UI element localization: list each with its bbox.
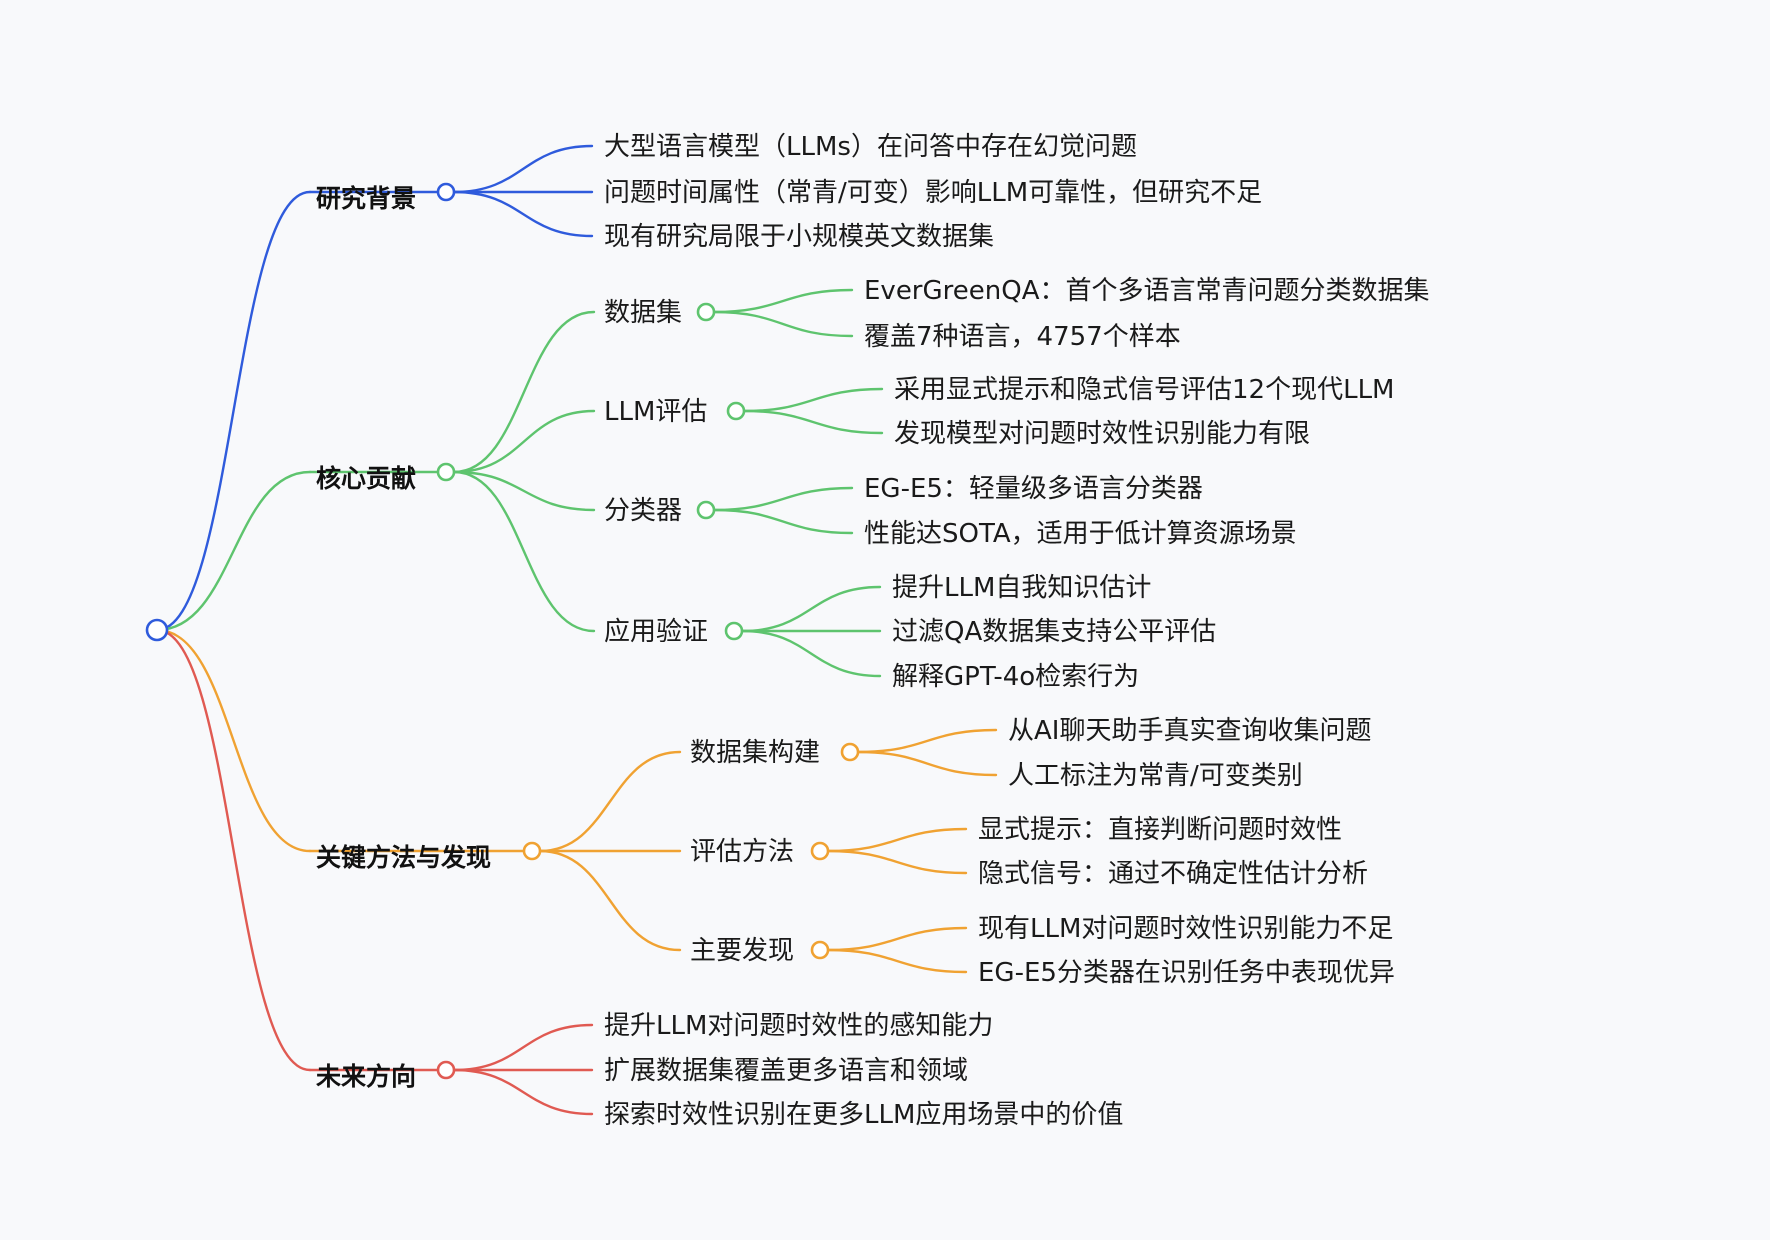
leaf-label: 提升LLM对问题时效性的感知能力 [604,1011,993,1041]
subtopic-label: 数据集构建 [690,738,820,768]
subtopic-node-dot[interactable] [696,302,716,322]
subtopic-node-dot[interactable] [810,841,830,861]
leaf-label: EG-E5分类器在识别任务中表现优异 [978,958,1395,988]
leaf-label: 人工标注为常青/可变类别 [1008,761,1303,791]
subtopic-node-dot[interactable] [724,621,744,641]
edge-branch-1-sub-1 [452,409,596,474]
leaf-label: 覆盖7种语言，4757个样本 [864,322,1181,352]
edge-sub-2-2-leaf-1 [826,948,968,974]
edge-sub-2-0-leaf-1 [856,750,998,777]
leaf-label: EverGreenQA：首个多语言常青问题分类数据集 [864,276,1430,306]
subtopic-label: LLM评估 [604,397,707,427]
edge-sub-1-1-leaf-1 [742,409,884,435]
edge-branch-0-leaf-2 [452,190,594,238]
subtopic-label: 应用验证 [604,617,708,647]
edge-sub-1-0-leaf-0 [712,288,854,314]
edge-branch-0-leaf-0 [452,144,594,194]
leaf-label: 采用显式提示和隐式信号评估12个现代LLM [894,375,1395,405]
branch-node-dot-2[interactable] [522,841,542,861]
root-node-dot[interactable] [145,618,169,642]
edge-root-to-branch-2 [155,628,312,853]
edge-root-to-branch-3 [155,628,312,1072]
edge-sub-1-3-leaf-0 [740,585,882,633]
subtopic-node-dot[interactable] [726,401,746,421]
subtopic-label: 分类器 [604,496,682,526]
leaf-label: 从AI聊天助手真实查询收集问题 [1008,716,1371,746]
subtopic-label: 主要发现 [690,936,794,966]
edge-branch-2-sub-0 [538,750,682,853]
edge-sub-2-0-leaf-0 [856,728,998,754]
subtopic-label: 评估方法 [690,837,794,867]
leaf-label: 解释GPT-4o检索行为 [892,662,1139,692]
leaf-label: 发现模型对问题时效性识别能力有限 [894,419,1310,449]
branch-node-dot-3[interactable] [436,1060,456,1080]
leaf-label: 探索时效性识别在更多LLM应用场景中的价值 [604,1100,1123,1130]
branch-label-1: 核心贡献 [316,464,416,493]
edge-sub-1-3-leaf-2 [740,629,882,678]
edge-sub-2-1-leaf-1 [826,849,968,875]
leaf-label: EG-E5：轻量级多语言分类器 [864,474,1203,504]
subtopic-label: 数据集 [604,298,682,328]
leaf-label: 性能达SOTA，适用于低计算资源场景 [864,519,1297,549]
edge-branch-3-leaf-0 [452,1023,594,1072]
edge-sub-1-1-leaf-0 [742,387,884,413]
edge-sub-2-1-leaf-0 [826,827,968,853]
subtopic-node-dot[interactable] [810,940,830,960]
leaf-label: 隐式信号：通过不确定性估计分析 [978,859,1368,889]
leaf-label: 问题时间属性（常青/可变）影响LLM可靠性，但研究不足 [604,178,1262,208]
edge-branch-1-sub-3 [452,470,596,633]
leaf-label: 过滤QA数据集支持公平评估 [892,617,1216,647]
subtopic-node-dot[interactable] [696,500,716,520]
subtopic-node-dot[interactable] [840,742,860,762]
leaf-label: 提升LLM自我知识估计 [892,573,1151,603]
branch-node-dot-1[interactable] [436,462,456,482]
leaf-label: 扩展数据集覆盖更多语言和领域 [604,1056,968,1086]
leaf-label: 现有LLM对问题时效性识别能力不足 [978,914,1393,944]
branch-label-3: 未来方向 [316,1062,416,1091]
edge-branch-2-sub-2 [538,849,682,952]
leaf-label: 大型语言模型（LLMs）在问答中存在幻觉问题 [604,132,1137,162]
edge-root-to-branch-0 [155,190,312,632]
edge-branch-1-sub-2 [452,470,596,512]
branch-label-2: 关键方法与发现 [316,843,491,872]
leaf-label: 现有研究局限于小规模英文数据集 [604,222,994,252]
leaf-label: 显式提示：直接判断问题时效性 [978,815,1342,845]
branch-node-dot-0[interactable] [436,182,456,202]
edge-sub-1-2-leaf-1 [712,508,854,535]
branch-label-0: 研究背景 [316,184,416,213]
nodes-layer: 研究背景 大型语言模型（LLMs）在问答中存在幻觉问题问题时间属性（常青/可变）影… [145,132,1430,1130]
edge-sub-2-2-leaf-0 [826,926,968,952]
edge-sub-1-2-leaf-0 [712,486,854,512]
edge-branch-1-sub-0 [452,310,596,474]
edge-branch-3-leaf-2 [452,1068,594,1116]
edge-root-to-branch-1 [155,470,312,632]
edge-sub-1-0-leaf-1 [712,310,854,338]
edges-layer [155,144,998,1116]
